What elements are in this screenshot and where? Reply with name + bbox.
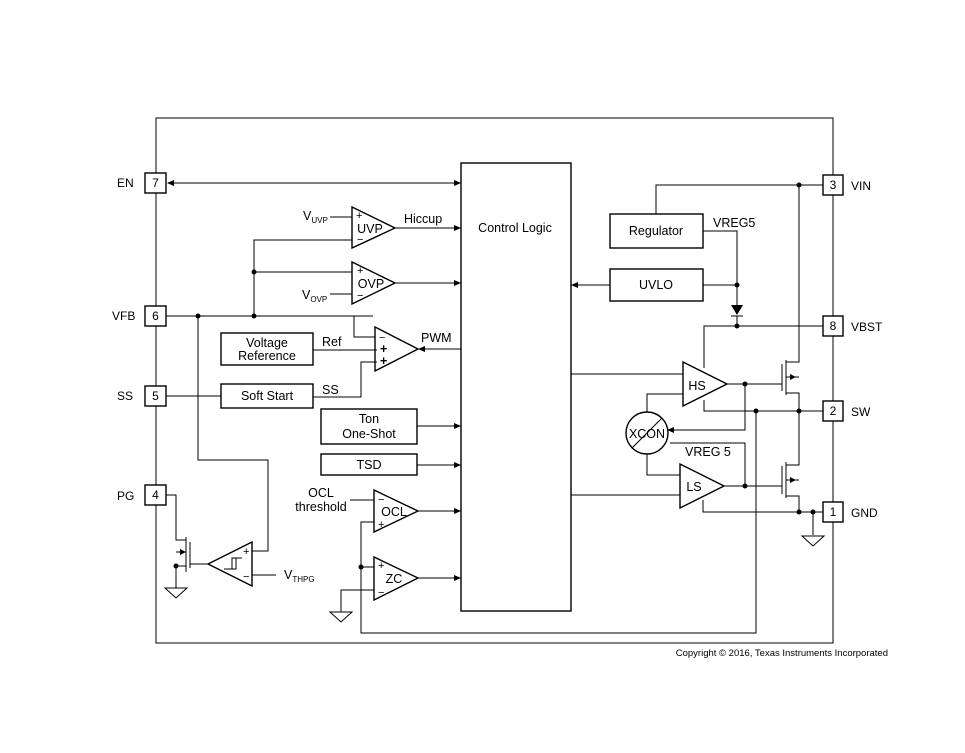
pin-pg-number: 4	[152, 488, 159, 502]
v-uvp-label: VUVP	[303, 209, 328, 225]
hs-fet	[781, 185, 800, 411]
ground-symbol-pg	[163, 587, 189, 599]
ic-outline	[155, 117, 834, 644]
ton-label-1: Ton	[359, 412, 379, 426]
svg-text:+: +	[243, 546, 249, 558]
pin-vbst-number: 8	[830, 319, 837, 333]
pin-pg: PG 4	[117, 484, 167, 506]
voltage-reference-label-1: Voltage	[246, 336, 288, 350]
svg-text:−: −	[357, 290, 363, 302]
tsd-label: TSD	[357, 458, 382, 472]
ls-label: LS	[686, 480, 701, 494]
pin-ss-label: SS	[117, 389, 133, 403]
uvlo-block: UVLO	[609, 268, 704, 302]
vreg5-label: VREG5	[713, 216, 755, 230]
soft-start-label: Soft Start	[241, 389, 294, 403]
v-ovp-label: VOVP	[302, 288, 327, 304]
pin-ss-number: 5	[152, 389, 159, 403]
pin-pg-label: PG	[117, 489, 134, 503]
ovp-comparator: + − OVP	[351, 260, 397, 306]
pin-ss: SS 5	[117, 385, 167, 407]
pin-en: EN 7	[117, 172, 167, 194]
svg-text:+: +	[357, 265, 363, 277]
voltage-reference-block: Voltage Reference	[220, 332, 314, 366]
svg-text:+: +	[378, 560, 384, 572]
bootstrap-diode	[731, 305, 743, 317]
ovp-label: OVP	[358, 277, 384, 291]
pin-en-label: EN	[117, 176, 134, 190]
zc-comparator: + − ZC	[373, 555, 420, 602]
hs-label: HS	[688, 379, 705, 393]
pg-comparator: + −	[206, 540, 253, 588]
v-thpg-label: VTHPG	[284, 568, 315, 584]
ss-signal-label: SS	[322, 383, 339, 397]
xcon-label: XCON	[629, 427, 665, 441]
svg-text:−: −	[243, 571, 249, 583]
pwm-comparator: − + +	[374, 325, 420, 373]
pin-sw-label: SW	[851, 405, 871, 419]
uvp-comparator: + − UVP	[351, 205, 397, 250]
ocl-comparator: − + OCL	[373, 488, 420, 534]
ref-label: Ref	[322, 335, 342, 349]
ocl-threshold-label-2: threshold	[295, 500, 346, 514]
pin-gnd-number: 1	[830, 505, 837, 519]
soft-start-block: Soft Start	[220, 383, 314, 409]
regulator-block: Regulator	[609, 213, 704, 249]
vreg5-ls-label: VREG 5	[685, 445, 731, 459]
pin-vfb-label: VFB	[112, 309, 135, 323]
svg-text:−: −	[379, 332, 385, 344]
copyright-text: Copyright © 2016, Texas Instruments Inco…	[676, 648, 888, 659]
uvp-label: UVP	[357, 222, 383, 236]
svg-text:+: +	[356, 210, 362, 222]
pin-en-number: 7	[152, 176, 159, 190]
pin-vbst-label: VBST	[851, 320, 883, 334]
pwm-label: PWM	[421, 331, 452, 345]
voltage-reference-label-2: Reference	[238, 349, 296, 363]
ls-driver: LS	[679, 462, 726, 510]
regulator-label: Regulator	[629, 224, 683, 238]
pin-vin: 3 VIN	[822, 174, 871, 196]
pin-sw-number: 2	[830, 404, 837, 418]
ls-fet	[781, 411, 800, 512]
zc-label: ZC	[386, 572, 403, 586]
pin-gnd-label: GND	[851, 506, 878, 520]
pin-vin-number: 3	[830, 178, 837, 192]
hs-driver: HS	[682, 360, 729, 408]
hiccup-label: Hiccup	[404, 212, 442, 226]
svg-text:+: +	[378, 519, 384, 531]
svg-text:−: −	[378, 494, 384, 506]
pin-vin-label: VIN	[851, 179, 871, 193]
ton-one-shot-block: Ton One-Shot	[320, 408, 418, 445]
pin-sw: 2 SW	[822, 400, 871, 422]
pin-vbst: 8 VBST	[822, 315, 883, 337]
xcon-block: XCON	[625, 411, 669, 455]
control-logic-block: Control Logic	[460, 162, 572, 612]
pin-vfb: VFB 6	[112, 305, 167, 327]
ground-symbol-gnd	[800, 535, 826, 547]
pin-vfb-number: 6	[152, 309, 159, 323]
pin-gnd: 1 GND	[822, 501, 878, 523]
ocl-label: OCL	[381, 505, 407, 519]
ton-label-2: One-Shot	[342, 427, 396, 441]
ground-symbol-zc	[328, 611, 354, 623]
svg-text:+: +	[380, 354, 387, 368]
control-logic-label: Control Logic	[478, 221, 552, 235]
ocl-threshold-label-1: OCL	[308, 486, 334, 500]
pg-fet	[166, 494, 208, 588]
uvlo-label: UVLO	[639, 278, 673, 292]
tsd-block: TSD	[320, 453, 418, 476]
svg-text:−: −	[378, 587, 384, 599]
svg-text:+: +	[380, 342, 387, 356]
svg-text:−: −	[357, 234, 363, 246]
